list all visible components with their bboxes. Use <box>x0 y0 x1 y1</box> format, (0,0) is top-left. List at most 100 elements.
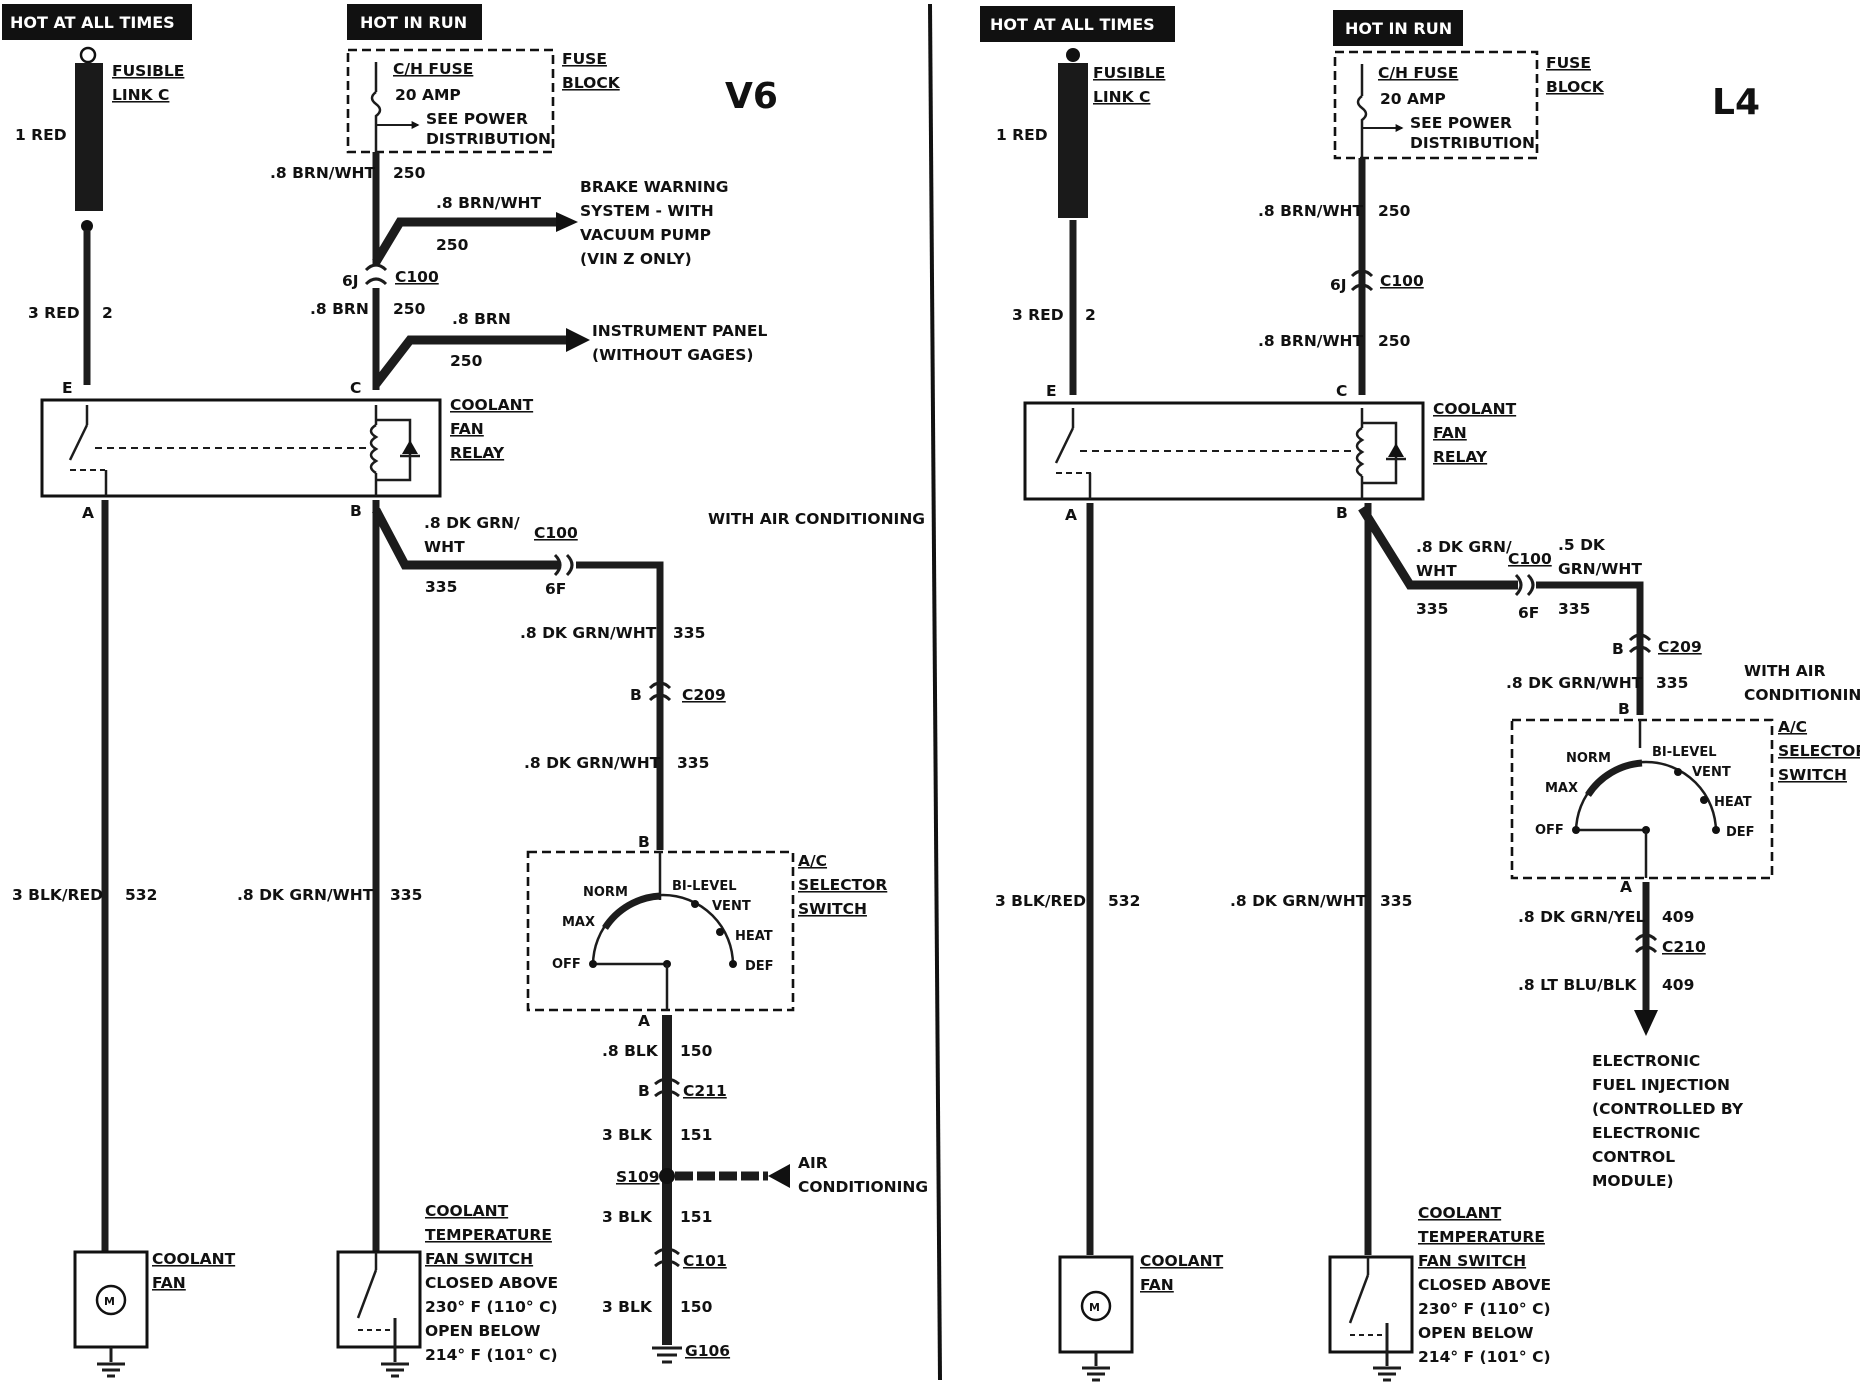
l4-wire-brnwht-1: .8 BRN/WHT <box>1258 202 1364 220</box>
l4-panel: L4 HOT AT ALL TIMES HOT IN RUN FUSIBLE L… <box>980 6 1860 1382</box>
l4-c209-connector <box>1628 633 1652 654</box>
v6-c100-6f: 6F <box>545 580 566 598</box>
l4-ac-note-2: CONDITIONING <box>1744 686 1860 704</box>
v6-fuse-distribution: DISTRIBUTION <box>426 130 551 148</box>
l4-c100-6f-connector <box>1514 573 1535 597</box>
v6-brake-circuit: 250 <box>436 236 469 254</box>
v6-mode-norm: NORM <box>583 885 628 900</box>
l4-c532: 532 <box>1108 892 1140 910</box>
l4-c100-pin: 6J <box>1330 276 1347 294</box>
l4-temp-label-5: 230° F (110° C) <box>1418 1300 1551 1318</box>
v6-ip-dest-1: INSTRUMENT PANEL <box>592 322 767 340</box>
l4-c210-label: C210 <box>1662 938 1706 956</box>
v6-mode-vent: VENT <box>712 899 751 914</box>
l4-efi-label-6: MODULE) <box>1592 1172 1674 1190</box>
l4-selector-pin-b: B <box>1618 700 1630 718</box>
v6-c100-connector <box>364 263 388 286</box>
v6-relay-contact-arm <box>68 424 89 461</box>
v6-temp-label-4: CLOSED ABOVE <box>425 1274 558 1292</box>
l4-ac-selector-switch-box <box>1510 718 1774 880</box>
v6-fusible-link <box>75 63 103 211</box>
v6-fusible-link-bottom <box>81 220 93 232</box>
v6-mode-bilevel: BI-LEVEL <box>672 879 737 894</box>
v6-relay-pin-c: C <box>350 379 361 397</box>
v6-temp-switch-box <box>336 1250 422 1349</box>
l4-wire-blkred: 3 BLK/RED <box>995 892 1086 910</box>
v6-brake-dest-2: SYSTEM - WITH <box>580 202 714 220</box>
v6-c151-1: 151 <box>680 1126 712 1144</box>
v6-relay-label-3: RELAY <box>450 444 505 462</box>
v6-c150-upper: 150 <box>680 1042 713 1060</box>
v6-wire-dkgrnwht-2: .8 DK GRN/WHT <box>524 754 661 772</box>
v6-hot-at-all-times-header: HOT AT ALL TIMES <box>10 13 175 32</box>
v6-fuse-element-icon <box>370 91 382 156</box>
l4-mode-off: OFF <box>1535 823 1564 838</box>
v6-c209-pin: B <box>630 686 642 704</box>
v6-g106-ground-icon <box>652 1346 682 1364</box>
l4-mode-vent: VENT <box>1692 765 1731 780</box>
l4-selector-label-1: A/C <box>1778 718 1807 736</box>
l4-wire-1red: 1 RED <box>996 126 1048 144</box>
v6-fan-motor-icon <box>95 1284 127 1316</box>
v6-selector-label-1: A/C <box>798 852 827 870</box>
v6-brake-dest-4: (VIN Z ONLY) <box>580 250 692 268</box>
v6-fuse-block-label-1: FUSE <box>562 50 607 68</box>
v6-g106-label: G106 <box>685 1342 730 1360</box>
l4-wire-3red: 3 RED <box>1012 306 1064 324</box>
v6-relay-pin-a: A <box>82 504 94 522</box>
l4-selector-label-3: SWITCH <box>1778 766 1847 784</box>
v6-s109-splice <box>659 1168 675 1184</box>
l4-temp-label-2: TEMPERATURE <box>1418 1228 1545 1246</box>
l4-wire-dkgrnwht-branch: .8 DK GRN/WHT <box>1506 674 1643 692</box>
v6-panel: V6 HOT AT ALL TIMES HOT IN RUN FUSIBLE L… <box>2 4 928 1378</box>
v6-wire-brnwht: .8 BRN/WHT <box>270 164 376 182</box>
l4-hot-in-run-header-bg <box>1333 10 1463 46</box>
v6-relay-pin-e: E <box>62 379 73 397</box>
l4-mode-def: DEF <box>1726 825 1755 840</box>
v6-ac-arrow <box>768 1164 790 1188</box>
v6-ac-note: WITH AIR CONDITIONING <box>708 510 925 528</box>
v6-c250-mid: 250 <box>393 300 426 318</box>
l4-relay-label-2: FAN <box>1433 424 1467 442</box>
v6-temp-label-7: 214° F (101° C) <box>425 1346 558 1364</box>
l4-c100-label: C100 <box>1380 272 1424 290</box>
l4-fuse-amp: 20 AMP <box>1380 90 1446 108</box>
v6-wire-3red: 3 RED <box>28 304 80 322</box>
v6-c209-label: C209 <box>682 686 726 704</box>
v6-c335-2: 335 <box>677 754 709 772</box>
l4-relay-label-3: RELAY <box>1433 448 1488 466</box>
l4-ac-branch-wire <box>1358 505 1518 590</box>
l4-temp-label-6: OPEN BELOW <box>1418 1324 1534 1342</box>
v6-fuse-block-box <box>346 48 555 154</box>
l4-c335-branch-1: 335 <box>1416 600 1448 618</box>
v6-c250-upper: 250 <box>393 164 426 182</box>
v6-ip-wire: .8 BRN <box>452 310 511 328</box>
l4-wire-dkgrnwht-main: .8 DK GRN/WHT <box>1230 892 1367 910</box>
v6-c151-2: 151 <box>680 1208 712 1226</box>
l4-fan-motor-label: M <box>1089 1301 1100 1314</box>
l4-temp-switch-contact <box>1348 1274 1370 1324</box>
l4-relay-pin-b: B <box>1336 504 1348 522</box>
v6-fan-motor-label: M <box>104 1295 115 1308</box>
v6-coolant-fan-relay-box <box>40 398 442 498</box>
v6-selector-pin-b: B <box>638 833 650 851</box>
l4-wire-dkgrnyel: .8 DK GRN/YEL <box>1518 908 1645 926</box>
v6-ac-dest-2: CONDITIONING <box>798 1178 928 1196</box>
v6-brake-dest-1: BRAKE WARNING <box>580 178 729 196</box>
v6-fuse-amp: 20 AMP <box>395 86 461 104</box>
l4-efi-label-2: FUEL INJECTION <box>1592 1076 1730 1094</box>
l4-wire-3red-circuit: 2 <box>1085 306 1096 324</box>
v6-wire-1red: 1 RED <box>15 126 67 144</box>
v6-temp-label-5: 230° F (110° C) <box>425 1298 558 1316</box>
l4-c409-2: 409 <box>1662 976 1694 994</box>
v6-c211-pin: B <box>638 1082 650 1100</box>
l4-wire-brnwht-2: .8 BRN/WHT <box>1258 332 1364 350</box>
l4-fuse-distribution: DISTRIBUTION <box>1410 134 1535 152</box>
l4-fusible-link-terminal <box>1066 48 1080 62</box>
v6-fuse-block-label-2: BLOCK <box>562 74 621 92</box>
l4-efi-label-4: ELECTRONIC <box>1592 1124 1700 1142</box>
l4-c210-connector <box>1634 933 1658 954</box>
l4-variant-label: L4 <box>1712 82 1760 123</box>
v6-fan-label-2: FAN <box>152 1274 186 1292</box>
